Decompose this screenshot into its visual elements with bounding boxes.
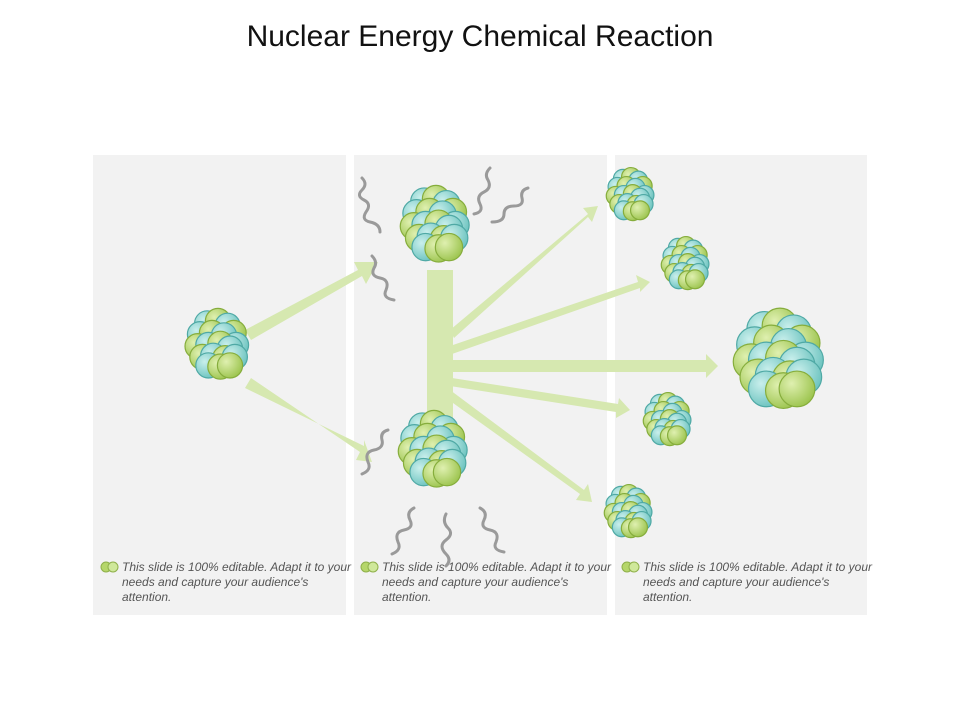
caption-left: This slide is 100% editable. Adapt it to…	[100, 560, 354, 605]
energy-waves	[357, 166, 530, 568]
arrow-to-nucleus-5	[446, 390, 592, 502]
nucleus-fission-lower	[397, 409, 468, 488]
wave-7	[440, 512, 453, 568]
wave-4	[370, 254, 396, 302]
wave-5	[360, 428, 390, 476]
nucleus-product-1	[605, 166, 655, 222]
arrow-to-nucleus-2	[450, 275, 650, 354]
caption-text: This slide is 100% editable. Adapt it to…	[382, 560, 612, 604]
particle	[666, 425, 688, 446]
slide-title: Nuclear Energy Chemical Reaction	[246, 20, 714, 53]
particle	[629, 200, 651, 221]
bullet-icon	[360, 561, 379, 573]
wave-3	[490, 186, 530, 224]
particle	[627, 517, 649, 538]
arrows	[245, 206, 718, 502]
arrow-to-nucleus-1	[450, 206, 598, 338]
particle	[216, 352, 244, 379]
nucleus-product-large	[732, 307, 824, 410]
wave-6	[390, 506, 416, 556]
particle	[684, 269, 706, 290]
caption-text: This slide is 100% editable. Adapt it to…	[643, 560, 873, 604]
particle	[778, 370, 816, 408]
arrow-to-nucleus-4	[450, 378, 630, 418]
panel-left	[93, 155, 346, 615]
panel-right	[615, 155, 867, 615]
wave-8	[478, 506, 506, 554]
nucleus-fission-upper	[399, 184, 470, 263]
nucleus-product-2	[660, 235, 710, 291]
arrow-to-upper-fission	[245, 262, 378, 340]
particle	[434, 232, 464, 262]
nucleus-source	[184, 307, 250, 380]
nucleus-product-3	[642, 391, 692, 447]
particle	[432, 457, 462, 487]
caption-text: This slide is 100% editable. Adapt it to…	[122, 560, 352, 604]
bullet-icon	[621, 561, 640, 573]
bullet-icon	[100, 561, 119, 573]
nucleus-product-4	[603, 483, 653, 539]
arrow-to-nucleus-3	[452, 354, 718, 378]
wave-1	[357, 176, 382, 234]
nuclei	[184, 166, 824, 539]
caption-right: This slide is 100% editable. Adapt it to…	[621, 560, 875, 605]
caption-middle: This slide is 100% editable. Adapt it to…	[360, 560, 614, 605]
wave-2	[472, 166, 492, 216]
arrow-to-lower-fission	[245, 378, 372, 462]
